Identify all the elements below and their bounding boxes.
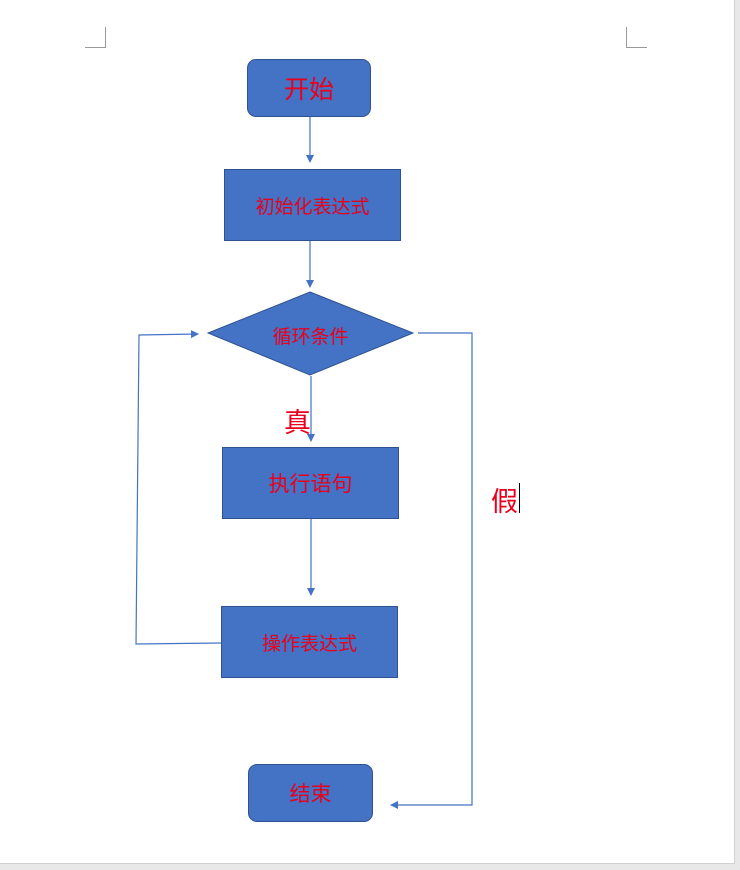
crop-mark-top-right: [626, 27, 647, 48]
connector-condition-to-end: [390, 332, 473, 809]
condition-label: 循环条件: [272, 325, 349, 348]
text-cursor: [519, 483, 520, 513]
init-node[interactable]: 初始化表达式: [224, 169, 401, 241]
update-node[interactable]: 操作表达式: [221, 606, 398, 678]
start-node[interactable]: 开始: [247, 59, 371, 117]
false-label: 假: [491, 487, 518, 518]
connector-loop-back: [135, 330, 222, 645]
crop-mark-top-left: [85, 27, 106, 48]
condition-diamond[interactable]: [206, 291, 415, 376]
body-node[interactable]: 执行语句: [222, 447, 399, 519]
end-node[interactable]: 结束: [248, 764, 373, 822]
true-label: 真: [284, 408, 311, 439]
